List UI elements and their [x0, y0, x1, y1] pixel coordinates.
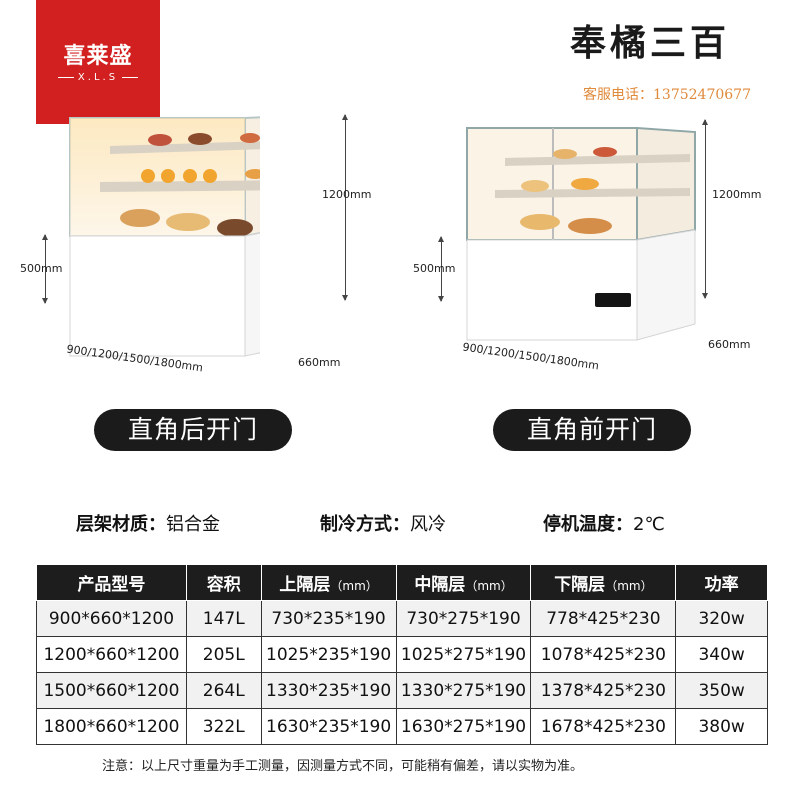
table-header-row: 产品型号 容积 上隔层（mm） 中隔层（mm） 下隔层（mm） 功率 — [36, 564, 768, 601]
table-row: 1800*660*1200 322L 1630*235*190 1630*275… — [36, 708, 768, 745]
table-cell: 1378*425*230 — [530, 672, 677, 709]
display-case-front-door-image — [466, 126, 696, 341]
height-dimension: 1200mm — [322, 188, 372, 201]
spec-key: 制冷方式： — [320, 514, 410, 535]
header-upper-shelf: 上隔层（mm） — [260, 564, 397, 601]
spec-stop-temperature: 停机温度：2℃ — [543, 510, 665, 536]
table-cell: 320w — [675, 600, 768, 637]
depth-dimension: 660mm — [708, 338, 751, 351]
table-cell: 147L — [185, 600, 262, 637]
product-label: 直角前开门 — [493, 409, 691, 451]
header-volume: 容积 — [185, 564, 262, 601]
table-cell: 1330*235*190 — [260, 672, 397, 709]
table-cell: 380w — [675, 708, 768, 745]
base-height-dimension: 500mm — [413, 262, 456, 275]
spec-table: 产品型号 容积 上隔层（mm） 中隔层（mm） 下隔层（mm） 功率 900*6… — [36, 564, 768, 745]
table-cell: 350w — [675, 672, 768, 709]
table-row: 1200*660*1200 205L 1025*235*190 1025*275… — [36, 636, 768, 673]
spec-value: 风冷 — [410, 514, 446, 535]
table-cell: 322L — [185, 708, 262, 745]
table-cell: 900*660*1200 — [36, 600, 187, 637]
table-cell: 1630*235*190 — [260, 708, 397, 745]
store-phone: 客服电话：13752470677 — [583, 87, 751, 103]
spec-key: 停机温度： — [543, 514, 633, 535]
height-arrow-2 — [702, 119, 708, 299]
table-cell: 264L — [185, 672, 262, 709]
header-middle-shelf: 中隔层（mm） — [395, 564, 532, 601]
depth-dimension: 660mm — [298, 356, 341, 369]
table-cell: 205L — [185, 636, 262, 673]
brand-name: 喜莱盛 — [63, 44, 133, 69]
display-case-rear-door-image — [69, 116, 260, 357]
table-cell: 1200*660*1200 — [36, 636, 187, 673]
header-lower-shelf: 下隔层（mm） — [530, 564, 677, 601]
table-cell: 778*425*230 — [530, 600, 677, 637]
table-row: 900*660*1200 147L 730*235*190 730*275*19… — [36, 600, 768, 637]
base-height-arrow-2 — [438, 236, 444, 302]
base-height-arrow-1 — [42, 234, 48, 304]
table-cell: 1330*275*190 — [395, 672, 532, 709]
header-model: 产品型号 — [36, 564, 187, 601]
table-row: 1500*660*1200 264L 1330*235*190 1330*275… — [36, 672, 768, 709]
header-power: 功率 — [675, 564, 768, 601]
brand-subtitle: X.L.S — [36, 72, 160, 83]
height-arrow-1 — [342, 114, 348, 301]
spec-key: 层架材质： — [76, 514, 166, 535]
height-dimension: 1200mm — [712, 188, 762, 201]
store-name: 奉橘三百 — [570, 22, 731, 64]
spec-value: 2℃ — [633, 514, 665, 535]
product-label: 直角后开门 — [94, 409, 292, 451]
brand-logo: 喜莱盛 X.L.S — [36, 0, 160, 124]
table-cell: 1630*275*190 — [395, 708, 532, 745]
table-cell: 730*275*190 — [395, 600, 532, 637]
table-cell: 730*235*190 — [260, 600, 397, 637]
table-cell: 1678*425*230 — [530, 708, 677, 745]
table-cell: 1078*425*230 — [530, 636, 677, 673]
spec-shelf-material: 层架材质：铝合金 — [76, 510, 220, 536]
spec-cooling-method: 制冷方式：风冷 — [320, 510, 446, 536]
table-cell: 1800*660*1200 — [36, 708, 187, 745]
table-cell: 340w — [675, 636, 768, 673]
table-cell: 1025*275*190 — [395, 636, 532, 673]
table-cell: 1500*660*1200 — [36, 672, 187, 709]
base-height-dimension: 500mm — [20, 262, 63, 275]
spec-value: 铝合金 — [166, 514, 220, 535]
table-cell: 1025*235*190 — [260, 636, 397, 673]
disclaimer-note: 注意：以上尺寸重量为手工测量，因测量方式不同，可能稍有偏差，请以实物为准。 — [102, 759, 584, 774]
